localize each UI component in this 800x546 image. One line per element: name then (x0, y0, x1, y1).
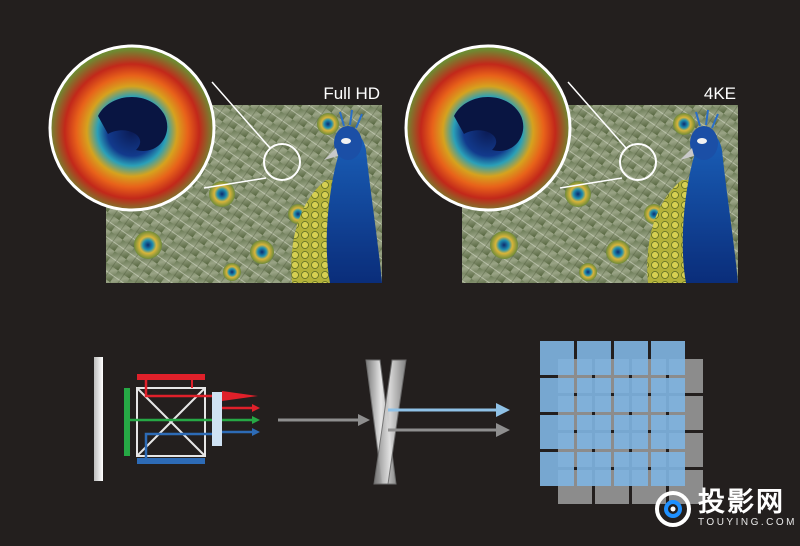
magnified-eye-right (404, 44, 572, 212)
original-pixel (540, 378, 574, 412)
zoom-line (203, 177, 267, 189)
original-pixel (540, 415, 574, 449)
zoom-line (567, 81, 627, 149)
original-pixel (540, 452, 574, 486)
original-pixel (540, 341, 574, 375)
zoom-source-circle (263, 143, 301, 181)
lens-element (212, 392, 222, 446)
full-hd-panel: Full HD (48, 44, 382, 283)
input-arrow (278, 414, 370, 426)
original-pixel (614, 378, 648, 412)
pixel-shift-glass (365, 359, 407, 485)
watermark-subtitle: TOUYING.COM (698, 517, 797, 528)
shifted-pixel-grid (540, 341, 703, 504)
original-pixel (651, 341, 685, 375)
4ke-panel: 4KE (404, 44, 738, 283)
original-pixel (577, 341, 611, 375)
original-pixel (577, 452, 611, 486)
blue-panel (137, 458, 205, 464)
red-panel (137, 374, 205, 380)
original-pixel (577, 415, 611, 449)
watermark: 投影网 TOUYING.COM (654, 489, 797, 529)
original-pixel (614, 415, 648, 449)
peacock-photo-left (106, 105, 382, 283)
watermark-title: 投影网 (698, 487, 785, 518)
original-pixel (651, 378, 685, 412)
green-panel (124, 388, 130, 456)
magnified-eye-left (48, 44, 216, 212)
original-pixel (577, 378, 611, 412)
prism-block (124, 374, 260, 464)
original-pixel (651, 452, 685, 486)
zoom-source-circle (619, 143, 657, 181)
display-panel (94, 357, 103, 481)
zoom-line (211, 81, 271, 149)
original-pixel (651, 415, 685, 449)
original-pixel (614, 341, 648, 375)
resolution-label-4ke: 4KE (704, 84, 736, 103)
resolution-label-full-hd: Full HD (323, 84, 380, 103)
output-arrows (388, 403, 510, 437)
zoom-line (559, 177, 623, 189)
projector-lens-icon (655, 491, 691, 527)
original-pixel (614, 452, 648, 486)
